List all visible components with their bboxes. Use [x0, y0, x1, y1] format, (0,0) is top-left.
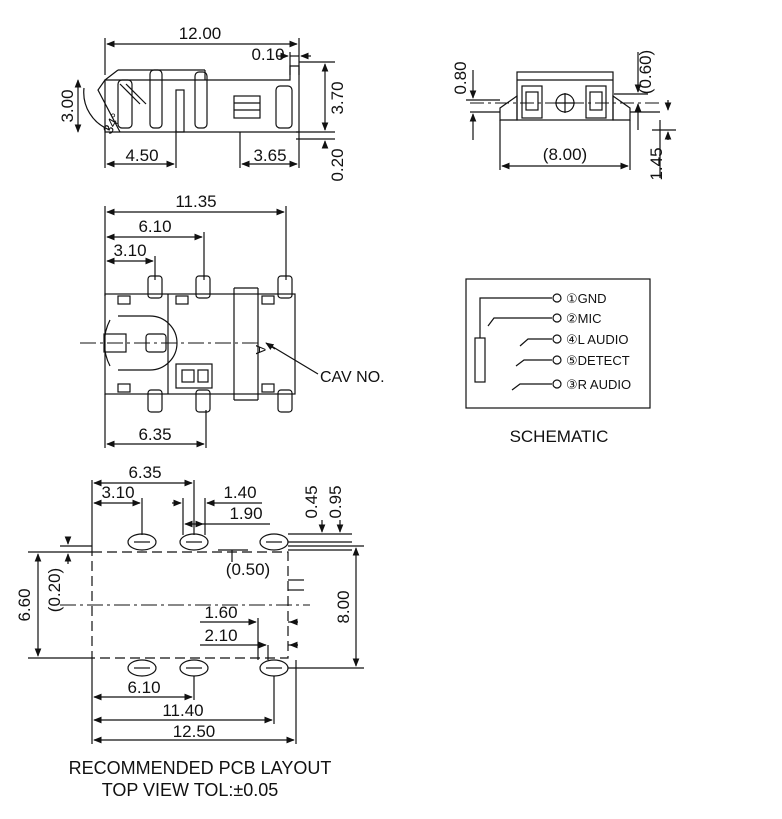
dim-label: 1.40 — [223, 483, 256, 502]
top-view — [80, 206, 319, 448]
dim-label: 0.45 — [302, 485, 321, 518]
dim-label: 4.50 — [125, 146, 158, 165]
dim-label: 6.35 — [128, 463, 161, 482]
dim-label: 6.10 — [127, 678, 160, 697]
schematic-caption: SCHEMATIC — [510, 427, 609, 446]
schematic-pin: ①GND — [566, 291, 607, 306]
dim-label: 3.00 — [58, 89, 77, 122]
dim-label: 0.80 — [451, 61, 470, 94]
schematic-pin: ②MIC — [566, 311, 601, 326]
dim-label: 11.35 — [175, 192, 216, 211]
dim-label: (0.60) — [636, 50, 655, 94]
dim-label: (0.50) — [226, 560, 270, 579]
dim-label: (0.20) — [45, 568, 64, 612]
pcb-layout-labels: 6.35 3.10 1.40 1.90 0.45 0.95 6.60 (0.20… — [15, 463, 353, 741]
cavity-marker: A — [253, 345, 269, 355]
cavity-callout: CAV NO. — [320, 369, 385, 386]
dim-label: 34° — [99, 110, 123, 136]
dim-label: 11.40 — [162, 701, 203, 720]
dim-label: 8.00 — [334, 590, 353, 623]
dim-label: 12.00 — [179, 24, 222, 43]
dim-label: 3.70 — [328, 81, 347, 114]
end-view-labels: 0.80 (0.60) (8.00) 1.45 — [451, 50, 666, 181]
schematic-labels: ①GND ②MIC ④L AUDIO ⑤DETECT ③R AUDIO SCHE… — [510, 291, 632, 446]
pcb-layout — [28, 479, 364, 744]
dim-label: 3.10 — [113, 241, 146, 260]
schematic-pin: ⑤DETECT — [566, 353, 630, 368]
dim-label: (8.00) — [543, 145, 587, 164]
side-view — [74, 38, 335, 168]
side-view-labels: 12.00 0.10 3.00 34° 3.70 4.50 3.65 0.20 — [58, 24, 347, 182]
pcb-caption: RECOMMENDED PCB LAYOUT TOP VIEW TOL:±0.0… — [69, 758, 332, 800]
top-view-labels: 11.35 6.10 3.10 6.35 A CAV NO. — [113, 192, 384, 444]
pcb-caption-line1: RECOMMENDED PCB LAYOUT — [69, 758, 332, 778]
dim-label: 6.35 — [138, 425, 171, 444]
schematic-pin: ③R AUDIO — [566, 377, 631, 392]
dim-label: 3.65 — [253, 146, 286, 165]
dim-label: 6.10 — [138, 217, 171, 236]
schematic-pin: ④L AUDIO — [566, 332, 628, 347]
dim-label: 0.20 — [328, 148, 347, 181]
dim-label: 1.45 — [647, 147, 666, 180]
dim-label: 1.90 — [229, 504, 262, 523]
dim-label: 2.10 — [204, 626, 237, 645]
dim-label: 1.60 — [204, 603, 237, 622]
dim-label: 0.95 — [326, 485, 345, 518]
dim-label: 12.50 — [173, 722, 216, 741]
dim-label: 6.60 — [15, 588, 34, 621]
schematic — [465, 278, 651, 409]
dim-label: 3.10 — [101, 483, 134, 502]
pcb-caption-line2: TOP VIEW TOL:±0.05 — [102, 780, 279, 800]
end-view — [466, 52, 676, 178]
dim-label: 0.10 — [251, 45, 284, 64]
